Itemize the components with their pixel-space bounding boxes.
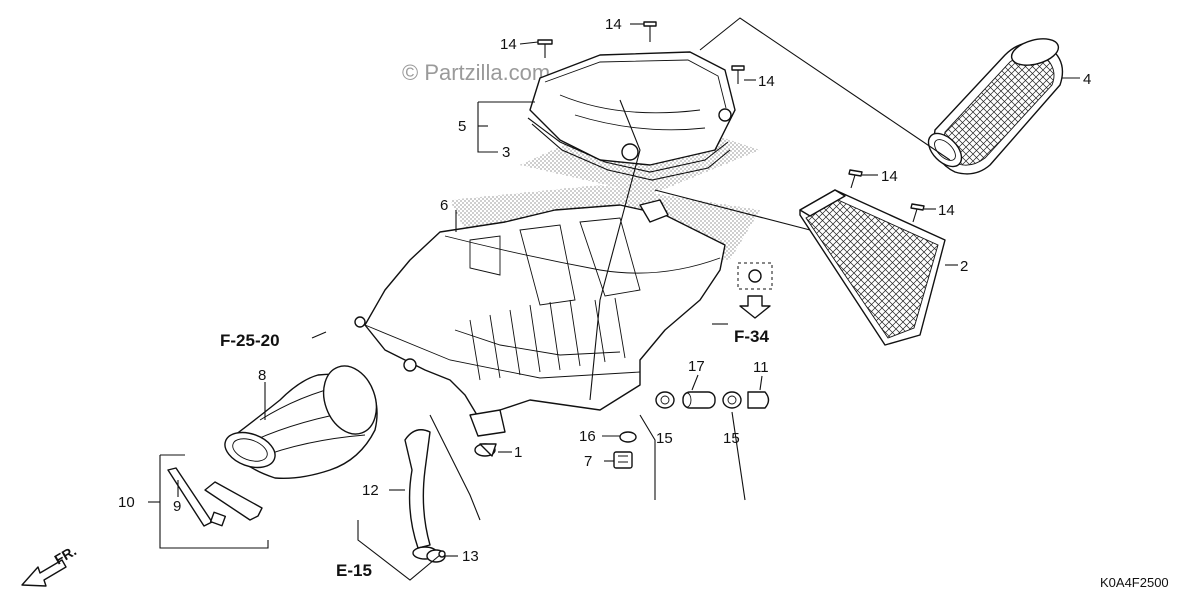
callout-10: 10 [118, 494, 135, 511]
callout-5: 5 [458, 118, 466, 135]
callout-9: 9 [173, 498, 181, 515]
reference-e-15: E-15 [336, 561, 372, 580]
screw-mid-right [848, 169, 863, 189]
callout-11: 11 [753, 359, 769, 376]
screw-filter [910, 203, 925, 223]
callout-14-d: 14 [881, 168, 898, 185]
hose-clip-left [655, 391, 675, 409]
callout-15-a: 15 [656, 430, 673, 447]
air-cleaner-cover [520, 51, 760, 195]
callout-labels: 1 2 3 4 5 6 7 8 9 10 11 12 13 14 14 14 1… [118, 16, 1091, 565]
callout-8: 8 [258, 367, 266, 384]
breather-plug [747, 391, 770, 409]
callout-1: 1 [514, 444, 522, 461]
callout-7: 7 [584, 453, 592, 470]
callout-14-c: 14 [758, 73, 775, 90]
hose-clip-right [722, 391, 742, 409]
diagram-code: K0A4F2500 [1100, 575, 1169, 590]
watermark-text: © Partzilla.com [402, 60, 550, 85]
callout-14-a: 14 [500, 36, 517, 53]
callout-2: 2 [960, 258, 968, 275]
air-filter-element [799, 189, 946, 346]
cover-seal-gasket [527, 117, 731, 181]
reference-labels: F-25-20 F-34 E-15 [220, 327, 770, 580]
drain-tube [404, 429, 438, 560]
callout-13: 13 [462, 548, 479, 565]
callout-14-b: 14 [605, 16, 622, 33]
callout-3: 3 [502, 144, 510, 161]
callout-15-b: 15 [723, 430, 740, 447]
connecting-tube [224, 365, 378, 480]
reference-f-25-20: F-25-20 [220, 331, 280, 350]
tube-clip [426, 549, 446, 563]
callout-16: 16 [579, 428, 596, 445]
callout-14-e: 14 [938, 202, 955, 219]
f34-arrow [739, 295, 771, 319]
small-clip [619, 431, 637, 443]
bracket [613, 451, 633, 469]
callout-12: 12 [362, 482, 379, 499]
intake-snorkel [927, 38, 1064, 175]
reference-f-34: F-34 [734, 327, 770, 346]
callout-4: 4 [1083, 71, 1091, 88]
front-direction-arrow: FR. [21, 542, 79, 587]
screw-top-left [537, 39, 553, 58]
drain-plug [474, 443, 497, 457]
screw-top-right [731, 65, 745, 84]
callout-6: 6 [440, 197, 448, 214]
screw-top-center [643, 21, 657, 42]
callout-17: 17 [688, 358, 705, 375]
breather-tube [682, 391, 716, 409]
leader-lines [148, 17, 1080, 581]
air-cleaner-case [354, 185, 760, 437]
